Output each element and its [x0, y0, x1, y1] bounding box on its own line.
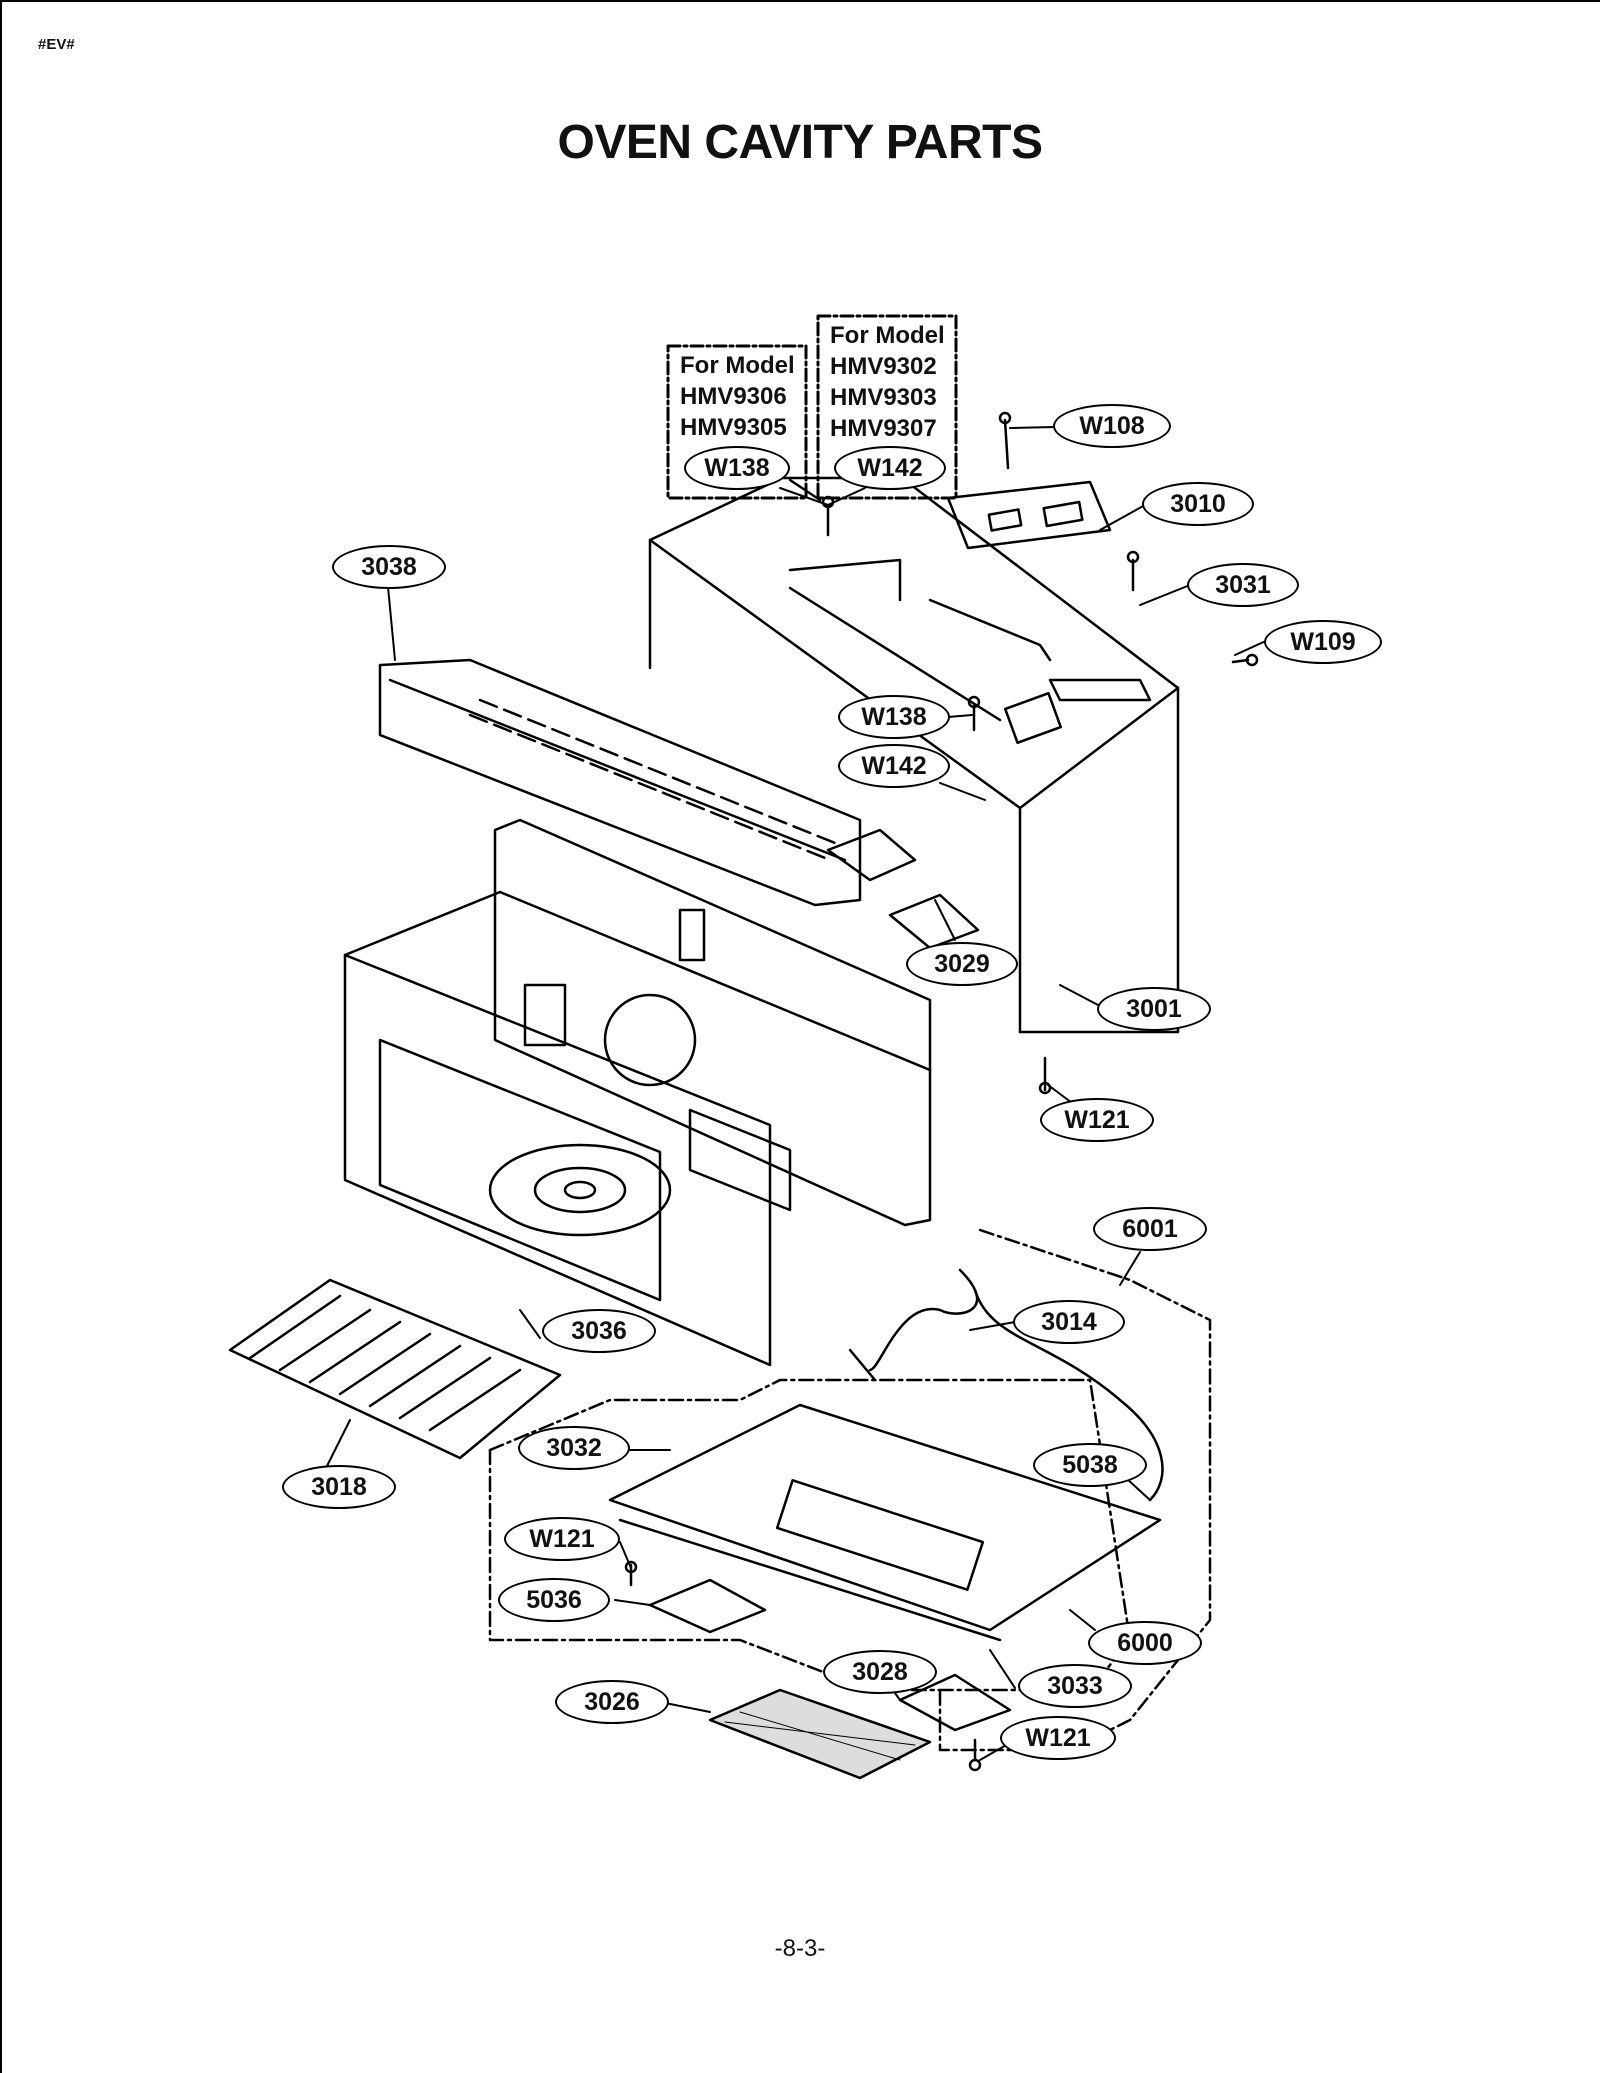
callout-3001: 3001 [1097, 987, 1211, 1031]
filter-3026 [708, 1688, 932, 1780]
callout-3010: 3010 [1142, 482, 1254, 526]
model-note-2-model: HMV9302 [830, 353, 937, 380]
callout-3036: 3036 [542, 1309, 656, 1353]
callout-3029: 3029 [906, 942, 1018, 986]
callout-3031: 3031 [1187, 563, 1299, 607]
callout-w109: W109 [1264, 620, 1382, 664]
callout-3014: 3014 [1013, 1300, 1125, 1344]
harness-3014 [848, 1268, 1164, 1502]
model-note-1: For Model HMV9306 HMV9305 [680, 350, 795, 443]
callout-3032: 3032 [518, 1426, 630, 1470]
top-panel-3038 [378, 658, 862, 907]
callout-3033: 3033 [1018, 1664, 1132, 1708]
callout-3038: 3038 [332, 545, 446, 589]
callout-w121-top: W121 [1040, 1098, 1154, 1142]
callout-w121-bottom: W121 [1000, 1716, 1116, 1760]
callout-w121-left: W121 [504, 1517, 620, 1561]
bracket-3010 [946, 480, 1112, 550]
outer-case-3001 [648, 476, 1180, 1034]
region-6001 [938, 1228, 1212, 1752]
model-note-boxes [666, 314, 958, 500]
callout-w108: W108 [1053, 404, 1171, 448]
callout-w142: W142 [838, 744, 950, 788]
brackets-3029 [826, 828, 980, 950]
model-note-1-model: HMV9306 [680, 383, 787, 410]
lamp-covers [648, 1578, 1012, 1732]
callout-3018: 3018 [282, 1465, 396, 1509]
inner-cavity [343, 818, 932, 1367]
model-note-2: For Model HMV9302 HMV9303 HMV9307 [830, 320, 945, 444]
page-number: -8-3- [774, 1935, 826, 1962]
model-note-2-model: HMV9307 [830, 415, 937, 442]
callout-w138: W138 [838, 695, 950, 739]
screws [624, 411, 1259, 1772]
callout-6001: 6001 [1093, 1207, 1207, 1251]
callout-3026: 3026 [555, 1680, 669, 1724]
callout-5036: 5036 [498, 1578, 610, 1622]
callout-6000: 6000 [1088, 1621, 1202, 1665]
page-title: OVEN CAVITY PARTS [557, 116, 1043, 169]
page-marker: #EV# [38, 36, 75, 53]
leader-lines [319, 426, 1269, 1761]
model-note-2-heading: For Model [830, 322, 945, 349]
callout-3028: 3028 [823, 1650, 937, 1694]
rack-3018 [228, 1278, 562, 1460]
callout-w142-note: W142 [834, 446, 946, 490]
callout-w138-note: W138 [684, 446, 790, 490]
model-note-1-model: HMV9305 [680, 414, 787, 441]
callout-5038: 5038 [1033, 1443, 1147, 1487]
model-note-2-model: HMV9303 [830, 384, 937, 411]
model-note-1-heading: For Model [680, 352, 795, 379]
